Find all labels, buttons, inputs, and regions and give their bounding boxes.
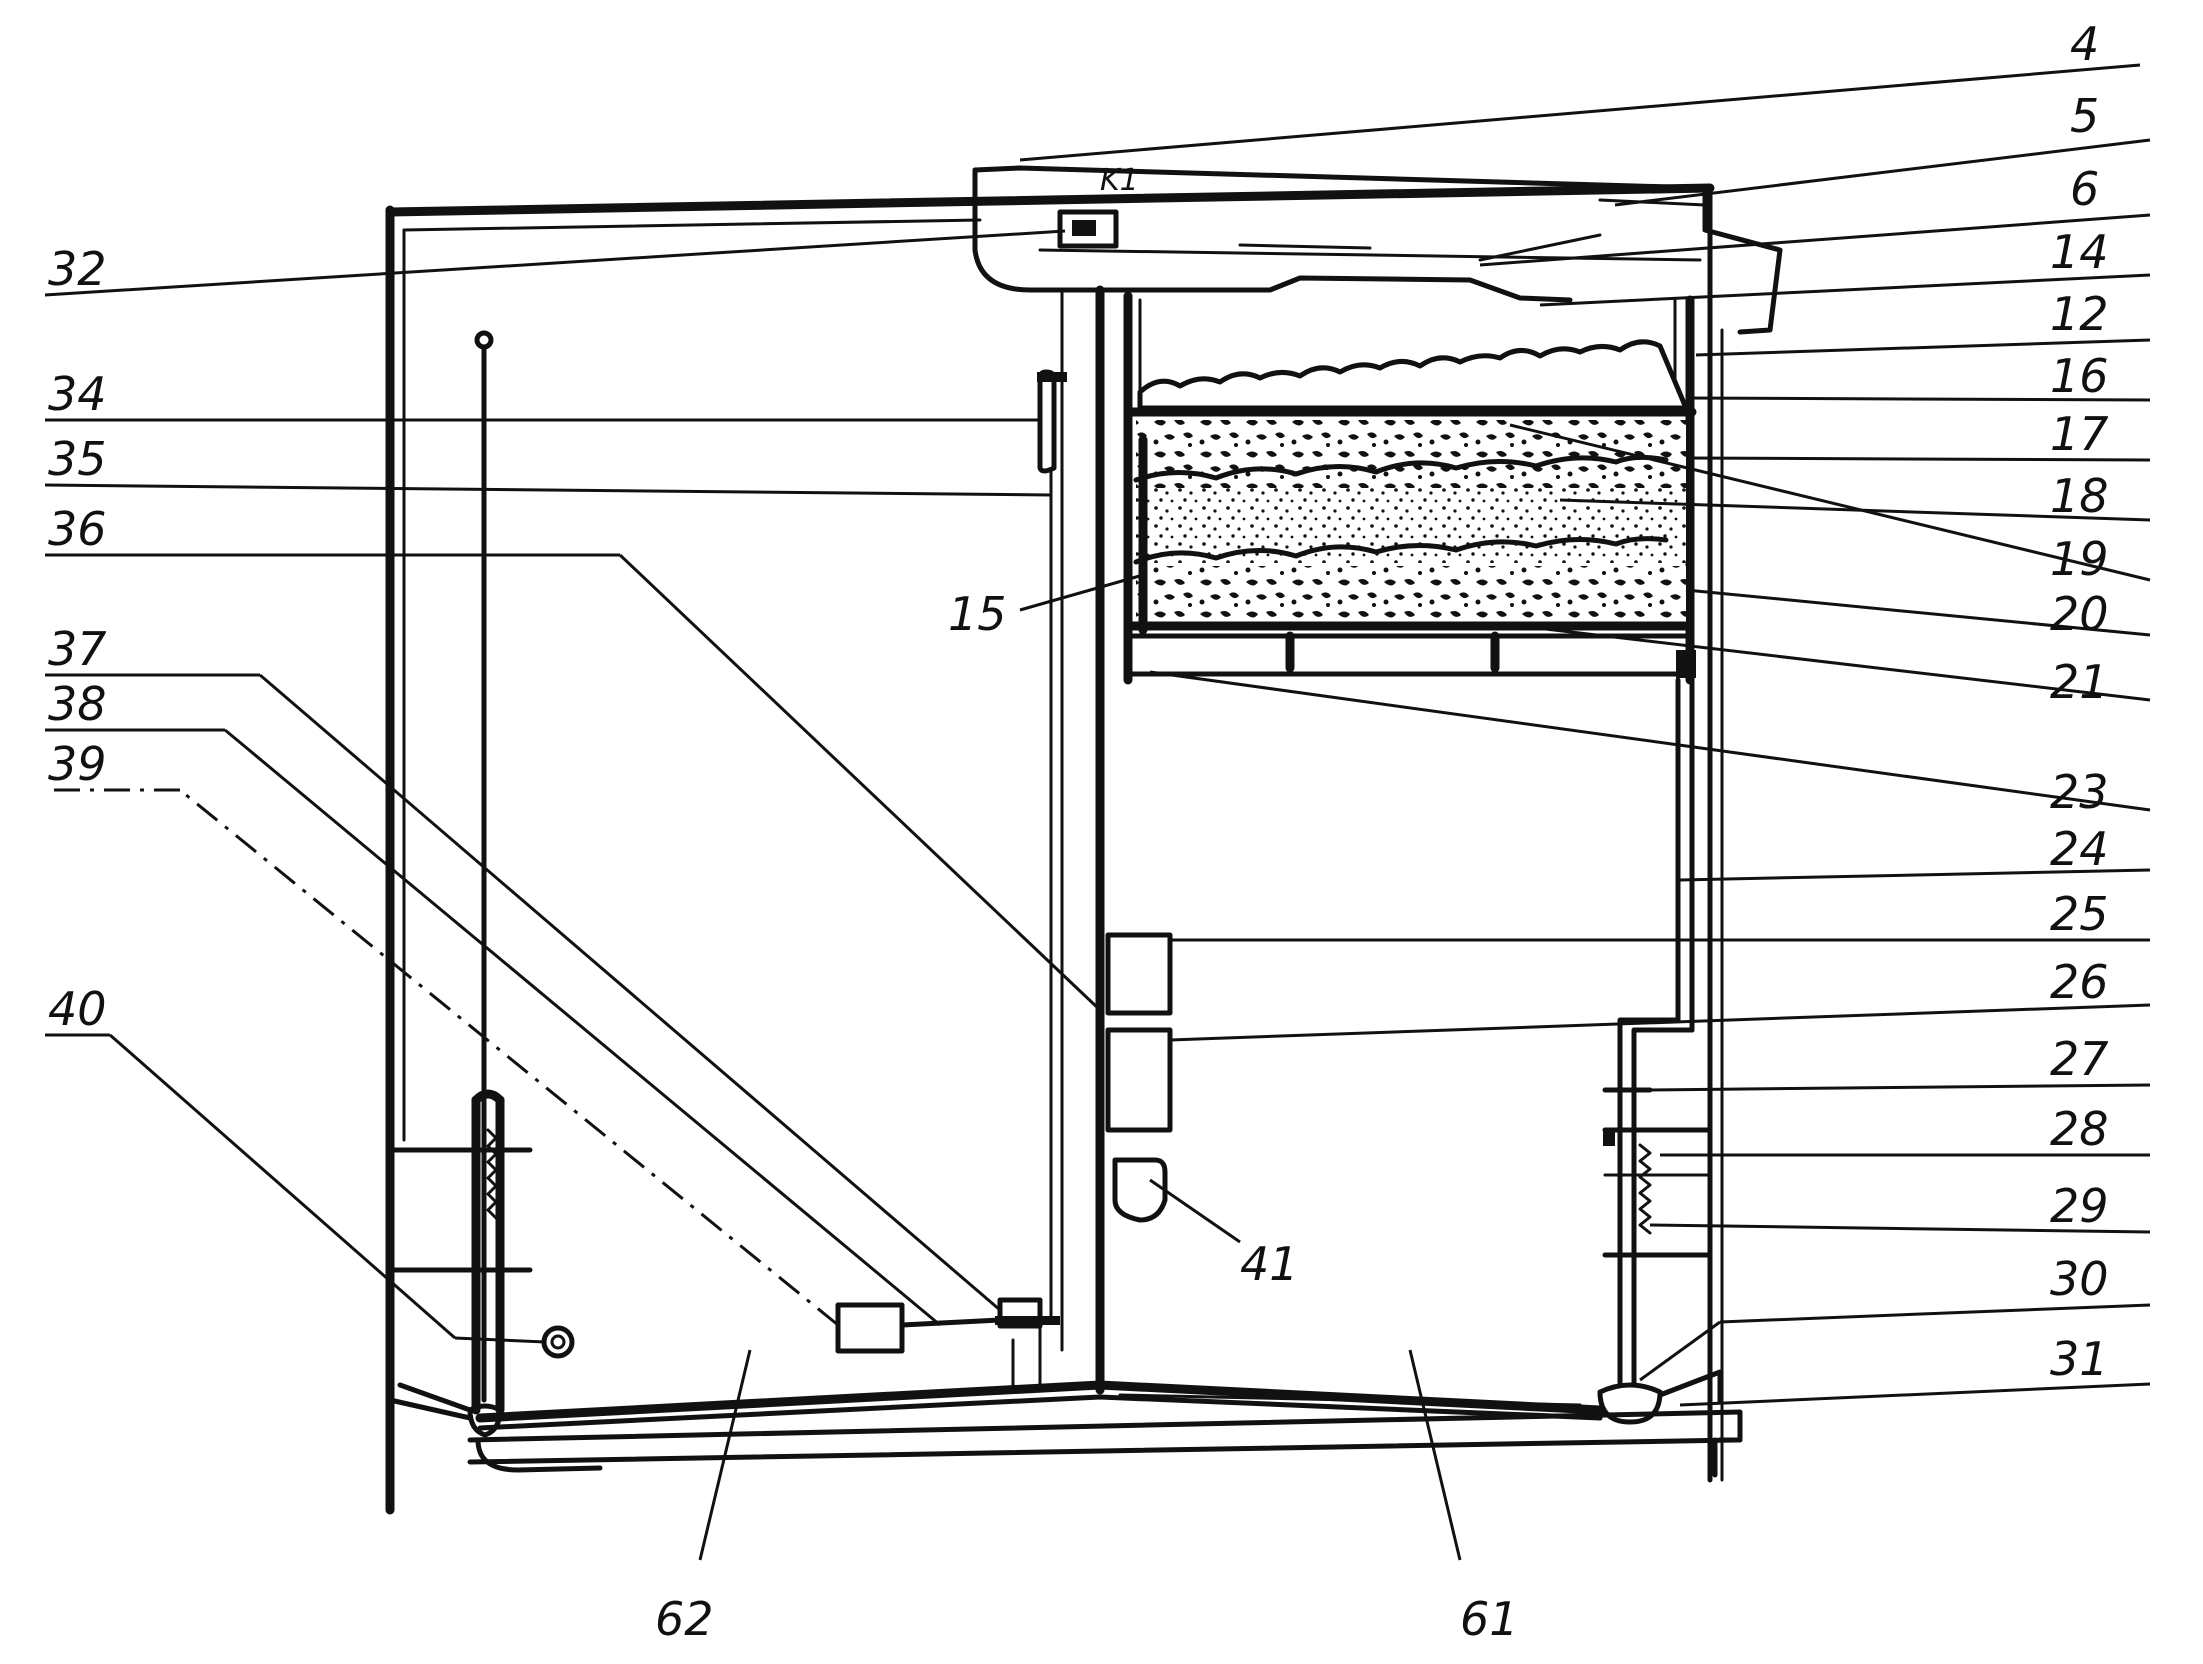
label-14: 14 — [2050, 225, 2109, 279]
label-15: 15 — [948, 587, 1007, 641]
label-16: 16 — [2050, 349, 2109, 403]
label-17: 17 — [2050, 407, 2109, 461]
label-32: 32 — [48, 242, 107, 296]
label-31: 31 — [2050, 1332, 2109, 1386]
label-19: 19 — [2050, 532, 2109, 586]
label-28: 28 — [2050, 1102, 2109, 1156]
label-12: 12 — [2050, 287, 2109, 341]
label-30: 30 — [2050, 1252, 2109, 1306]
label-25: 25 — [2050, 887, 2109, 941]
reference-numerals: 4 5 6 14 12 16 17 18 19 20 21 23 24 25 2… — [48, 17, 2109, 1646]
label-26: 26 — [2050, 955, 2109, 1009]
label-37: 37 — [48, 622, 107, 676]
outer-housing — [385, 183, 1724, 1515]
label-39: 39 — [48, 737, 107, 791]
label-21: 21 — [2050, 655, 2109, 709]
label-41: 41 — [1240, 1237, 1299, 1291]
label-38: 38 — [48, 677, 107, 731]
label-29: 29 — [2050, 1179, 2109, 1233]
label-23: 23 — [2050, 765, 2109, 819]
label-20: 20 — [2050, 587, 2109, 641]
label-34: 34 — [48, 367, 107, 421]
filter-cartridges — [1105, 932, 1173, 1223]
top-lid-assembly: K1 — [972, 163, 1783, 335]
label-18: 18 — [2050, 469, 2109, 523]
right-down-pipe — [1597, 677, 1723, 1425]
float-valve-assembly — [835, 369, 1067, 1354]
label-27: 27 — [2050, 1032, 2109, 1086]
label-35: 35 — [48, 432, 107, 486]
label-40: 40 — [48, 982, 107, 1036]
left-drain-pipe — [387, 330, 603, 1473]
label-62: 62 — [655, 1592, 714, 1646]
label-4: 4 — [2070, 17, 2099, 71]
label-5: 5 — [2070, 89, 2099, 143]
label-24: 24 — [2050, 822, 2109, 876]
label-36: 36 — [48, 502, 107, 556]
label-6: 6 — [2070, 162, 2099, 216]
k1-label: K1 — [1100, 163, 1139, 198]
filter-tank — [1123, 291, 1697, 685]
leader-lines — [44, 63, 2151, 1561]
bottom-base — [387, 1380, 1743, 1478]
label-61: 61 — [1460, 1592, 1519, 1646]
